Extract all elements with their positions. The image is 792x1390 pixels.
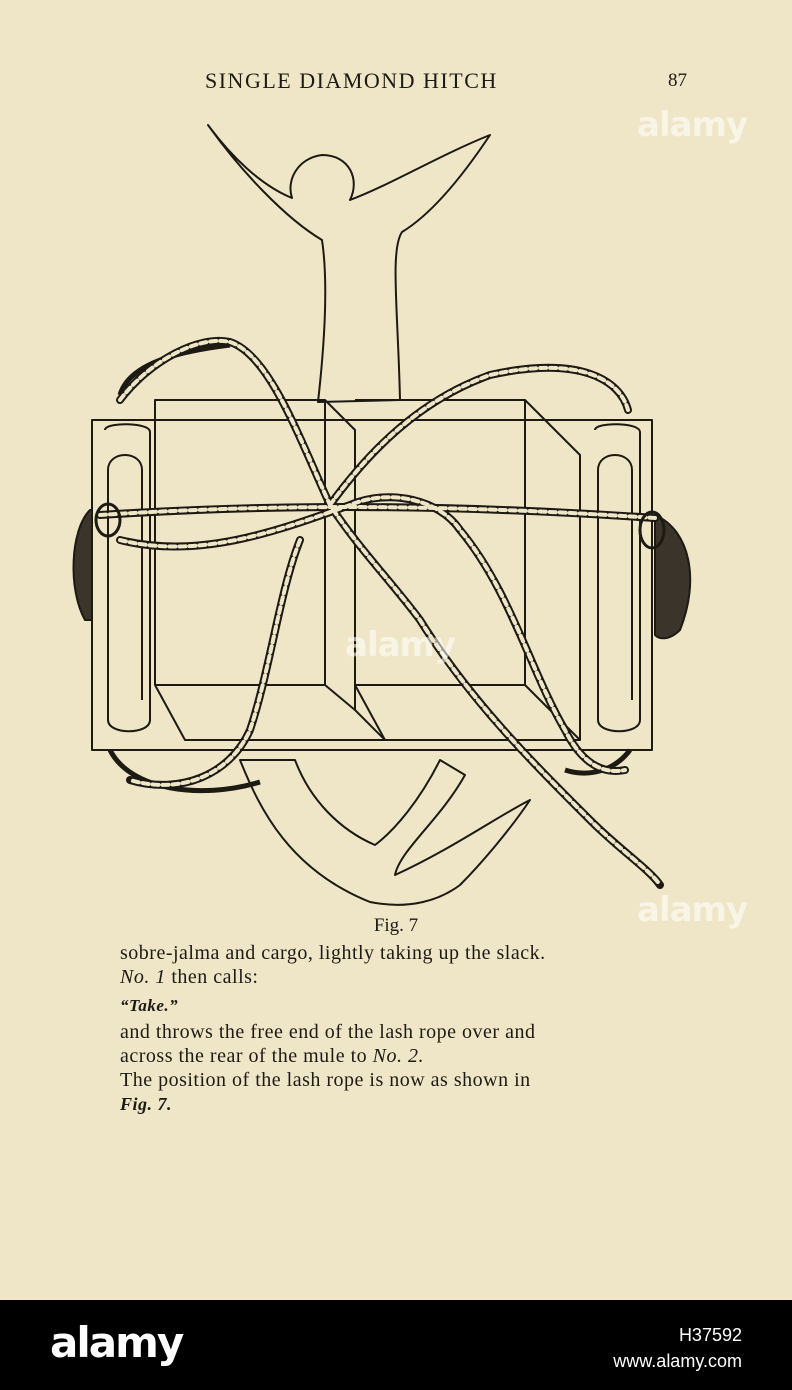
body-line-2-rest: then calls: xyxy=(165,966,259,988)
watermark-center: alamy xyxy=(345,625,456,665)
watermark-top: alamy xyxy=(637,105,748,145)
book-page: SINGLE DIAMOND HITCH 87 xyxy=(72,68,749,1114)
body-line-5: across the rear of the mule to No. 2. xyxy=(120,1045,424,1068)
image-id: H37592 xyxy=(678,1325,742,1345)
body-line-1: sobre-jalma and cargo, lightly taking up… xyxy=(120,942,546,964)
stock-footer-bar: alamy H37592 www.alamy.com xyxy=(0,1300,792,1390)
mule-head-outline xyxy=(207,124,491,403)
body-line-6: The position of the lash rope is now as … xyxy=(120,1069,531,1091)
left-box xyxy=(154,399,386,741)
number-two-ref: No. 2. xyxy=(372,1045,424,1067)
mule-tail-outline xyxy=(239,759,531,906)
left-hook xyxy=(104,423,151,733)
image-id-block: H37592 www.alamy.com xyxy=(613,1322,742,1374)
site-url[interactable]: www.alamy.com xyxy=(613,1351,742,1371)
alamy-logo: alamy xyxy=(50,1318,184,1367)
left-pad xyxy=(72,509,93,621)
body-line-5-text: across the rear of the mule to xyxy=(120,1045,373,1067)
figure-reference: Fig. 7. xyxy=(120,1094,173,1114)
figure-caption: Fig. 7 xyxy=(373,915,419,936)
page-number: 87 xyxy=(668,70,687,91)
command-take: “Take.” xyxy=(120,996,179,1015)
body-line-2: No. 1 then calls: xyxy=(120,966,258,989)
running-head: SINGLE DIAMOND HITCH xyxy=(205,68,498,93)
body-line-4: and throws the free end of the lash rope… xyxy=(120,1021,536,1043)
saddle-frame xyxy=(91,419,653,751)
right-ring xyxy=(638,510,666,550)
right-hook xyxy=(594,423,641,733)
pack-hitch-illustration xyxy=(72,124,692,906)
watermark-bottom: alamy xyxy=(637,890,748,930)
left-ring xyxy=(94,502,122,538)
number-one-ref: No. 1 xyxy=(120,966,166,988)
right-pad xyxy=(654,514,692,640)
